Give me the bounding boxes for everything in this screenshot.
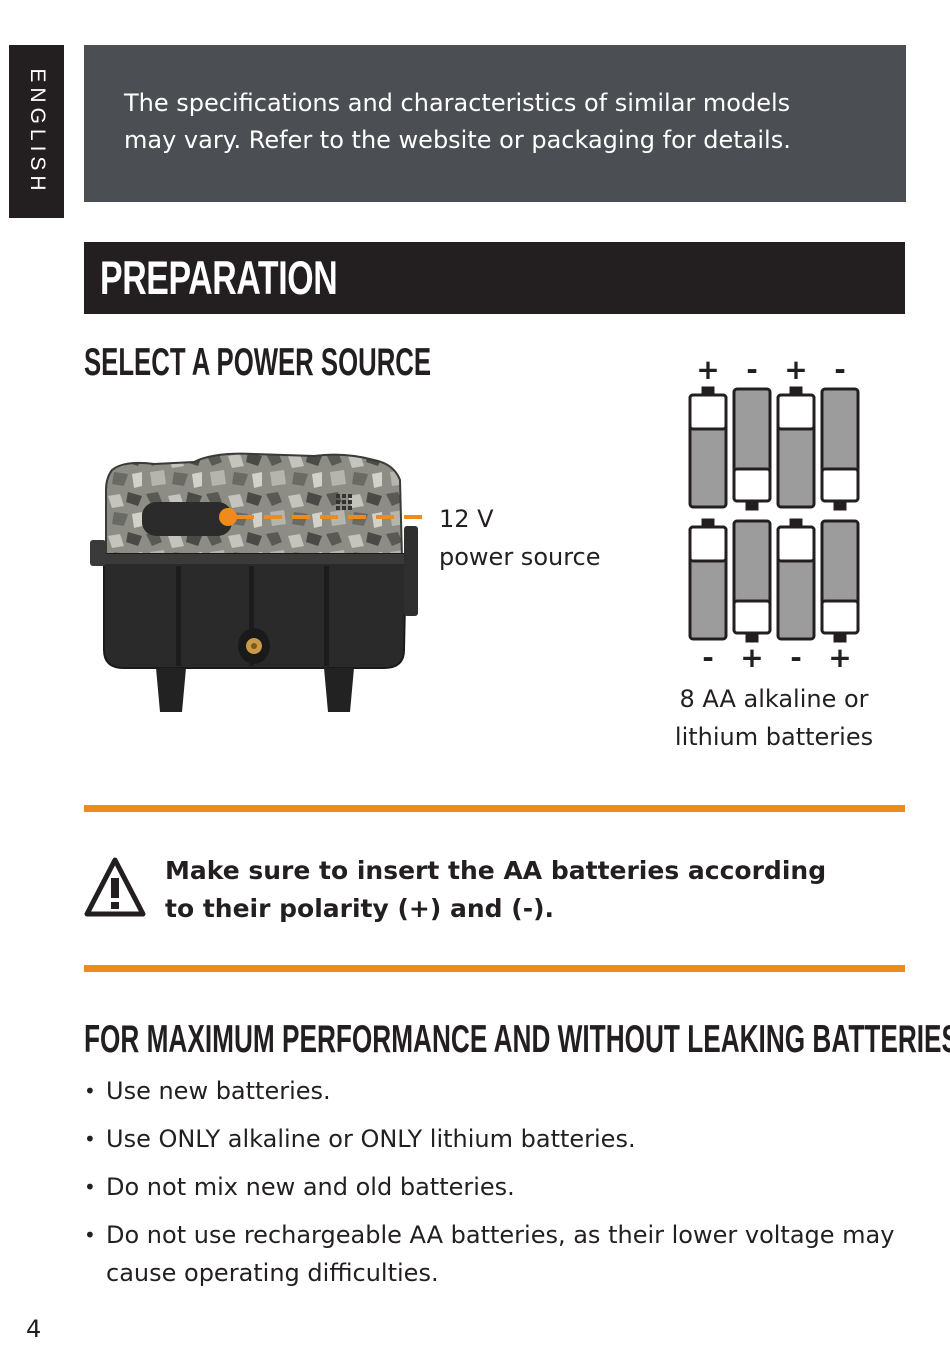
polarity-top-1: + — [696, 355, 719, 386]
battery-layout-illustration: + - + - - + - + — [688, 355, 860, 674]
polarity-warning: Make sure to insert the AA batteries acc… — [165, 852, 865, 928]
polarity-bottom-1: - — [702, 641, 714, 674]
power-voltage: 12 V — [439, 505, 494, 533]
notice-line-1: The specifications and characteristics o… — [124, 89, 791, 117]
warning-rule-bottom — [84, 965, 905, 972]
section-title: PREPARATION — [100, 251, 338, 304]
power-source-label: 12 V power source — [439, 500, 601, 576]
battery-label-line-1: 8 AA alkaline or — [679, 685, 869, 713]
notice-line-2: may vary. Refer to the website or packag… — [124, 126, 791, 154]
polarity-bottom-4: + — [828, 641, 851, 674]
list-item: Do not mix new and old batteries. — [84, 1168, 904, 1206]
section-header: PREPARATION — [84, 242, 905, 314]
polarity-bottom-2: + — [740, 641, 763, 674]
warning-line-1: Make sure to insert the AA batteries acc… — [165, 856, 827, 885]
polarity-top-3: + — [784, 355, 807, 386]
warning-line-2: to their polarity (+) and (-). — [165, 894, 554, 923]
language-label: ENGLISH — [25, 67, 49, 196]
power-source-heading: SELECT A POWER SOURCE — [84, 341, 432, 384]
polarity-top-4: - — [834, 355, 846, 386]
specifications-notice: The specifications and characteristics o… — [84, 45, 906, 202]
warning-rule-top — [84, 805, 905, 812]
battery-label: 8 AA alkaline or lithium batteries — [654, 680, 894, 756]
power-source-text: power source — [439, 543, 601, 571]
polarity-bottom-3: - — [790, 641, 802, 674]
page-number: 4 — [26, 1315, 42, 1343]
list-item: Use new batteries. — [84, 1072, 904, 1110]
trail-camera-illustration — [90, 452, 426, 712]
polarity-top-2: - — [746, 355, 758, 386]
list-item: Use ONLY alkaline or ONLY lithium batter… — [84, 1120, 904, 1158]
list-item: Do not use rechargeable AA batteries, as… — [84, 1216, 904, 1292]
battery-tips-list: Use new batteries. Use ONLY alkaline or … — [84, 1072, 904, 1302]
battery-label-line-2: lithium batteries — [674, 723, 874, 751]
performance-heading: FOR MAXIMUM PERFORMANCE AND WITHOUT LEAK… — [84, 1018, 950, 1061]
warning-triangle-icon — [84, 857, 146, 917]
language-tab: ENGLISH — [9, 45, 64, 218]
